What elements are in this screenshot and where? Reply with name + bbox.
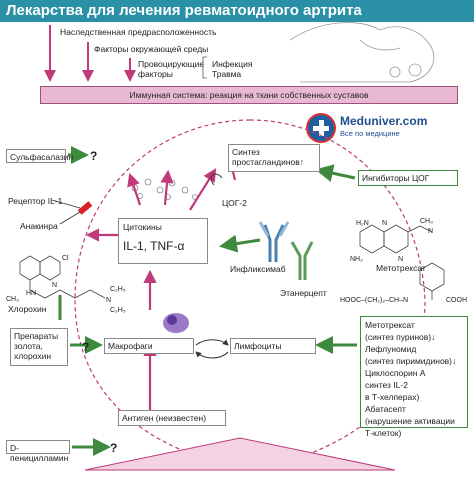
gold-line-1: Препараты xyxy=(14,331,59,341)
methotrexate-label: Метотрексат xyxy=(376,263,426,273)
hand-sketch xyxy=(289,22,435,83)
prostaglandin-line-2: простагландинов↑ xyxy=(232,157,316,167)
mtx-nh2: NH₂ xyxy=(350,256,363,263)
etanercept-label: Этанерцепт xyxy=(280,288,327,298)
page-title: Лекарства для лечения ревматоидного артр… xyxy=(0,0,474,22)
chem-c2h5-2: C₂H₅ xyxy=(110,307,126,314)
mtx-h2n: H₂N xyxy=(356,220,369,227)
chloroquine-structure xyxy=(19,255,106,299)
macrophages-box: Макрофаги xyxy=(104,338,194,354)
infliximab-antibody-icon xyxy=(258,221,290,262)
cytokines-box: Цитокины IL-1, TNF-α xyxy=(118,218,208,264)
question-sulfasalazine: ? xyxy=(90,149,98,163)
question-gold: ? xyxy=(82,340,90,354)
prostaglandin-text: простагландинов xyxy=(232,157,300,167)
cox2-loop xyxy=(210,173,223,186)
il1-receptor-label: Рецептор IL-1 xyxy=(8,196,63,206)
methotrexate-structure xyxy=(359,224,445,300)
right-drug-list: Метотрексат (синтез пуринов)↓ Лефлуномид… xyxy=(360,316,468,438)
anakinra-pointer xyxy=(59,211,81,225)
list-item-leflunomide: Лефлуномид (синтез пиримидинов)↓ xyxy=(365,344,463,366)
arrow-biologics xyxy=(219,234,261,253)
mtx-cooh: COOH xyxy=(446,297,467,304)
arrow-up-icon: ↑ xyxy=(299,157,305,167)
gold-line-3: хлорохин xyxy=(14,351,52,361)
gold-line-2: золота, xyxy=(14,341,43,351)
mtx-ch3: CH₃ xyxy=(420,218,433,225)
mtx-n3: N xyxy=(428,228,434,235)
medical-cross-icon xyxy=(306,113,336,143)
mtx-hooc: HOOC–(CH₂)₂–CH–N xyxy=(340,297,409,304)
logo-title[interactable]: Meduniver.com xyxy=(340,114,428,128)
infliximab-label: Инфликсимаб xyxy=(230,264,286,274)
arrow-down-icon: ↓ xyxy=(452,356,457,366)
arrow-cox-inhibitors xyxy=(315,164,356,182)
cause-provoking-1: Провоцирующие xyxy=(138,59,205,69)
prostaglandin-box: Синтез простагландинов↑ xyxy=(228,144,320,172)
gold-box: Препараты золота, хлорохин xyxy=(10,328,68,366)
prostaglandin-line-1: Синтез xyxy=(232,147,260,157)
list-item-title: Циклоспорин А xyxy=(365,368,426,378)
sulfasalazine-box: Сульфасалазин xyxy=(6,149,73,163)
antigen-base xyxy=(84,437,396,471)
cause-environment: Факторы окружающей среды xyxy=(94,44,209,54)
list-item-abatacept: Абатасепт (нарушение активации Т-клеток) xyxy=(365,404,463,438)
mtx-n1: N xyxy=(382,220,388,227)
chem-cl: Cl xyxy=(62,255,69,262)
cox2-label: ЦОГ-2 xyxy=(222,198,247,208)
chem-ch3: CH₃ xyxy=(6,296,19,303)
cause-heredity: Наследственная предрасположенность xyxy=(60,27,217,37)
list-item-title: Абатасепт xyxy=(365,404,406,414)
cause-infection: Инфекция xyxy=(212,59,253,69)
lymphocytes-box: Лимфоциты xyxy=(230,338,316,354)
arrow-macrophage-lymphocyte xyxy=(195,339,229,346)
chem-hn: HN xyxy=(26,290,37,297)
il1-receptor-icon xyxy=(77,201,93,215)
chloroquine-label: Хлорохин xyxy=(8,304,47,314)
list-item-title: Лефлуномид xyxy=(365,344,417,354)
chem-c2h5-1: C₂H₅ xyxy=(110,286,126,293)
penicillamine-box: D-пеницилламин xyxy=(6,440,70,463)
list-item-detail: Т-клеток) xyxy=(365,428,402,438)
cytokine-formula: IL-1, TNF-α xyxy=(123,239,185,253)
immune-system-bar: Иммунная система: реакция на ткани собст… xyxy=(40,86,458,104)
list-item-title: Метотрексат xyxy=(365,320,415,330)
arrow-cytokine-up-1 xyxy=(127,172,142,206)
etanercept-icon xyxy=(290,241,314,280)
antigen-box: Антиген (неизвестен) xyxy=(118,410,226,426)
chem-n1: N xyxy=(52,282,58,289)
cause-trauma: Травма xyxy=(212,69,242,79)
list-item-detail: в Т-хелперах) xyxy=(365,392,420,402)
list-item-detail: синтез IL-2 xyxy=(365,380,408,390)
list-item-methotrexate: Метотрексат (синтез пуринов)↓ xyxy=(365,320,463,342)
logo-subtitle: Все по медицине xyxy=(340,129,400,138)
list-item-detail: (синтез пиримидинов)↓ xyxy=(365,356,463,366)
receptor-pointer xyxy=(51,199,81,209)
list-item-detail: (нарушение активации xyxy=(365,416,455,426)
detail-text: (синтез пиримидинов) xyxy=(365,356,453,366)
joint-outline-left xyxy=(74,119,251,471)
cause-provoking-2: факторы xyxy=(138,69,173,79)
mtx-n2: N xyxy=(398,256,404,263)
arrow-down-icon: ↓ xyxy=(431,332,436,342)
list-item-cyclosporine: Циклоспорин А синтез IL-2 в Т-хелперах) xyxy=(365,368,463,402)
cox-inhibitors-box: Ингибиторы ЦОГ xyxy=(358,170,458,186)
anakinra-label: Анакинра xyxy=(20,221,58,231)
chem-n2: N xyxy=(106,297,112,304)
cause-brace xyxy=(202,56,207,79)
list-item-detail: (синтез пуринов)↓ xyxy=(365,332,463,342)
macrophage-icon xyxy=(163,313,189,333)
arrow-cytokine-up-2 xyxy=(160,169,174,206)
question-penicillamine: ? xyxy=(110,441,118,455)
arrow-lymphocyte-macrophage xyxy=(195,351,229,359)
cytokines-label: Цитокины xyxy=(123,222,162,232)
joint-outline-right xyxy=(249,119,426,471)
detail-text: (синтез пуринов) xyxy=(365,332,432,342)
